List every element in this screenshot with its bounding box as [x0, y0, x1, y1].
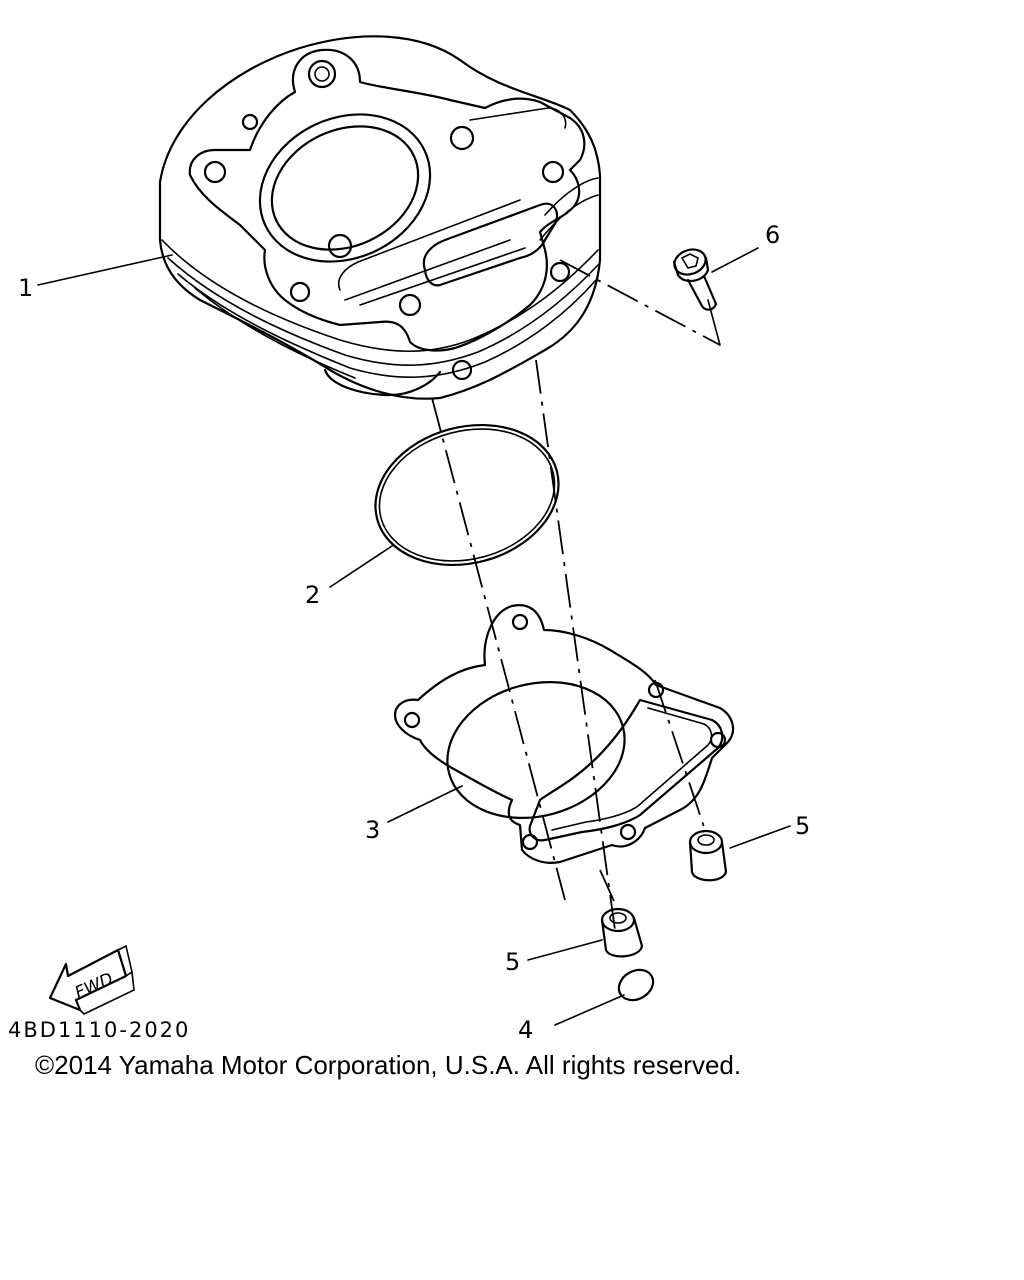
assembly-lines [431, 259, 721, 931]
callout-3: 3 [365, 816, 380, 844]
cylinder-part-1[interactable] [158, 35, 602, 400]
base-gasket-part-3[interactable] [393, 604, 735, 864]
copyright-text: ©2014 Yamaha Motor Corporation, U.S.A. A… [35, 1050, 742, 1080]
dowel-pin-part-5-lower[interactable] [600, 907, 644, 958]
fwd-label: FWD [72, 969, 116, 1003]
fwd-arrow-icon: FWD [48, 944, 135, 1015]
callout-2: 2 [305, 581, 320, 609]
cap-part-4[interactable] [613, 964, 658, 1006]
bolt-part-6[interactable] [671, 245, 718, 311]
o-ring-part-2[interactable] [360, 405, 575, 585]
callout-5-upper: 5 [795, 812, 810, 840]
callout-4: 4 [518, 1016, 533, 1044]
leader-lines [37, 247, 791, 1026]
callout-1: 1 [18, 274, 33, 302]
callout-6: 6 [765, 221, 780, 249]
drawing-code: 4BD1110-2020 [8, 1018, 190, 1042]
callout-5-lower: 5 [505, 948, 520, 976]
dowel-pin-part-5-upper[interactable] [688, 829, 728, 882]
